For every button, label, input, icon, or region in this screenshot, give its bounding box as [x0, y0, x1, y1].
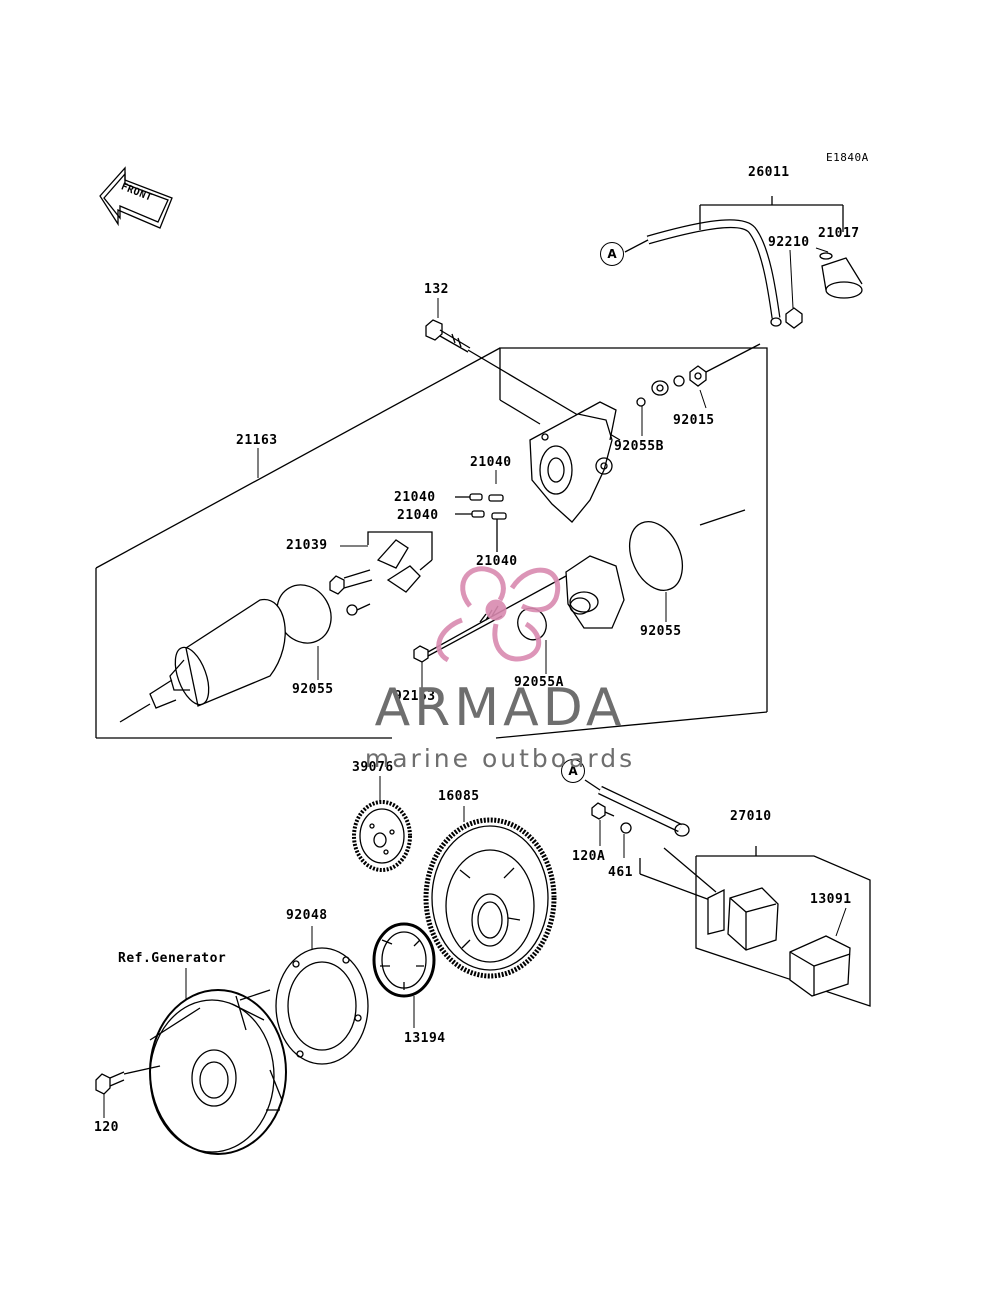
starter-motor: [119, 599, 286, 723]
part-label-21040-top: 21040: [470, 455, 512, 470]
front-arrow-icon: [99, 166, 173, 229]
part-label-21040-bottom: 21040: [476, 554, 518, 569]
part-label-21040-left-1: 21040: [394, 490, 436, 505]
part-label-27010: 27010: [730, 809, 772, 824]
part-label-39076: 39076: [352, 760, 394, 775]
relay-lead: [584, 779, 717, 901]
part-label-92153: 92153: [394, 689, 436, 704]
part-label-92055A: 92055A: [514, 675, 564, 690]
one-way-clutch: [372, 922, 436, 998]
brush-springs: [455, 493, 507, 552]
part-label-92055-left: 92055: [292, 682, 334, 697]
part-label-21163: 21163: [236, 433, 278, 448]
brush-holder: [329, 531, 433, 616]
generator-rotor: [123, 989, 287, 1155]
starter-assembly-box: [95, 347, 768, 739]
part-label-92048: 92048: [286, 908, 328, 923]
watermark-subtitle: marine outboards: [364, 744, 636, 773]
callout-a-bottom: A: [561, 759, 585, 783]
starter-relay: [707, 887, 851, 997]
part-label-92055-right: 92055: [640, 624, 682, 639]
part-label-92015: 92015: [673, 413, 715, 428]
relay-box: [695, 846, 871, 1007]
rear-housing: [529, 401, 617, 523]
starter-ring-gear: [423, 817, 557, 979]
part-label-461: 461: [608, 865, 633, 880]
part-label-26011: 26011: [748, 165, 790, 180]
terminal-cap: [819, 252, 863, 299]
nut-92210: [785, 307, 803, 329]
part-label-92055B: 92055B: [614, 439, 664, 454]
part-label-92210: 92210: [768, 235, 810, 250]
part-label-21039: 21039: [286, 538, 328, 553]
o-ring-92055-right: [628, 521, 684, 591]
part-label-120A: 120A: [572, 849, 606, 864]
part-label-13091: 13091: [810, 892, 852, 907]
diagram-code: E1840A: [826, 151, 869, 164]
part-label-120: 120: [94, 1120, 119, 1135]
callout-a-top: A: [600, 242, 624, 266]
starter-cable: [624, 196, 844, 327]
part-label-16085: 16085: [438, 789, 480, 804]
part-label-21017: 21017: [818, 226, 860, 241]
front-cover: [565, 509, 746, 629]
gear-39076: [352, 800, 412, 872]
watermark-title: ARMADA: [374, 678, 626, 738]
bolt-120: [95, 1071, 125, 1095]
clutch-plate: [239, 947, 369, 1065]
washers-92015: [636, 343, 761, 407]
part-label-13194: 13194: [404, 1031, 446, 1046]
ref-generator-label: Ref.Generator: [118, 951, 227, 966]
part-label-21040-left-2: 21040: [397, 508, 439, 523]
leader-lines: [103, 247, 847, 1118]
watermark-logo-icon: [436, 566, 561, 663]
part-label-132: 132: [424, 282, 449, 297]
